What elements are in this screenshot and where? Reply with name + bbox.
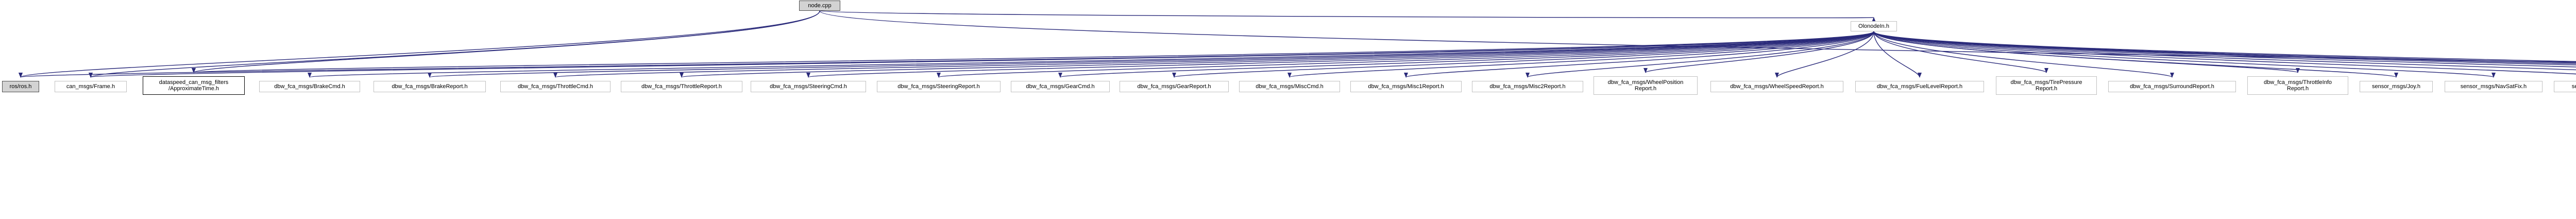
graph-edge (1643, 31, 1874, 73)
graph-edge (937, 31, 1874, 78)
graph-edge (1287, 31, 1874, 78)
graph-node-n19[interactable]: dbw_fca_msgs/TirePressure Report.h (1996, 76, 2097, 95)
graph-edge (1873, 31, 2174, 78)
graph-edge (1873, 31, 2496, 78)
graph-node-n23[interactable]: sensor_msgs/NavSatFix.h (2445, 81, 2543, 92)
graph-edge (1873, 31, 2398, 78)
graph-edge (1873, 31, 2576, 62)
graph-edge (308, 31, 1874, 78)
graph-edge (1873, 31, 2576, 63)
graph-node-n13[interactable]: dbw_fca_msgs/MiscCmd.h (1239, 81, 1340, 92)
graph-edge (680, 31, 1874, 78)
graph-node-n24[interactable]: sensor_msgs/TimeReference.h (2554, 81, 2576, 92)
graph-node-n15[interactable]: dbw_fca_msgs/Misc2Report.h (1472, 81, 1583, 92)
graph-node-n5[interactable]: dbw_fca_msgs/BrakeCmd.h (259, 81, 360, 92)
graph-edge (1873, 31, 2576, 71)
graph-edge (1058, 31, 1874, 78)
graph-node-n9[interactable]: dbw_fca_msgs/SteeringCmd.h (751, 81, 866, 92)
graph-edge (1526, 31, 1874, 78)
graph-edge (819, 10, 2576, 63)
graph-edge (807, 31, 1874, 78)
graph-node-n21[interactable]: dbw_fca_msgs/ThrottleInfo Report.h (2247, 76, 2348, 95)
graph-edge (819, 10, 1874, 23)
graph-edge (1873, 31, 1922, 78)
graph-edge (1873, 31, 2576, 65)
graph-edge (428, 31, 1874, 78)
graph-edge (1873, 31, 2048, 73)
graph-edge (1873, 31, 2576, 75)
graph-node-n10[interactable]: dbw_fca_msgs/SteeringReport.h (877, 81, 1001, 92)
graph-node-n18[interactable]: dbw_fca_msgs/FuelLevelReport.h (1855, 81, 1984, 92)
graph-edge (554, 31, 1874, 78)
graph-node-n22[interactable]: sensor_msgs/Joy.h (2360, 81, 2433, 92)
graph-node-n2[interactable]: ros/ros.h (2, 81, 39, 92)
graph-edge (1404, 31, 1874, 78)
graph-edge (1873, 31, 2576, 64)
graph-edge (193, 31, 1874, 73)
graph-node-n7[interactable]: dbw_fca_msgs/ThrottleCmd.h (500, 81, 611, 92)
graph-node-n3[interactable]: can_msgs/Frame.h (55, 81, 127, 92)
graph-node-n20[interactable]: dbw_fca_msgs/SurroundReport.h (2108, 81, 2236, 92)
graph-node-n8[interactable]: dbw_fca_msgs/ThrottleReport.h (621, 81, 742, 92)
graph-edge (1775, 31, 1874, 78)
graph-edge (192, 10, 820, 73)
graph-node-n0[interactable]: node.cpp (799, 1, 840, 11)
graph-node-n17[interactable]: dbw_fca_msgs/WheelSpeedReport.h (1710, 81, 1843, 92)
graph-node-n6[interactable]: dbw_fca_msgs/BrakeReport.h (374, 81, 486, 92)
graph-node-n11[interactable]: dbw_fca_msgs/GearCmd.h (1011, 81, 1110, 92)
graph-edge (19, 10, 820, 78)
graph-node-n16[interactable]: dbw_fca_msgs/WheelPosition Report.h (1594, 76, 1698, 95)
graph-node-n1[interactable]: OlonodeIn.h (1851, 21, 1897, 31)
graph-node-n12[interactable]: dbw_fca_msgs/GearReport.h (1120, 81, 1229, 92)
graph-node-n14[interactable]: dbw_fca_msgs/Misc1Report.h (1350, 81, 1462, 92)
graph-edge (90, 31, 1874, 78)
graph-edge (1873, 31, 2576, 68)
graph-edge (1172, 31, 1874, 78)
graph-node-n4[interactable]: dataspeed_can_msg_filters /ApproximateTi… (143, 76, 245, 95)
